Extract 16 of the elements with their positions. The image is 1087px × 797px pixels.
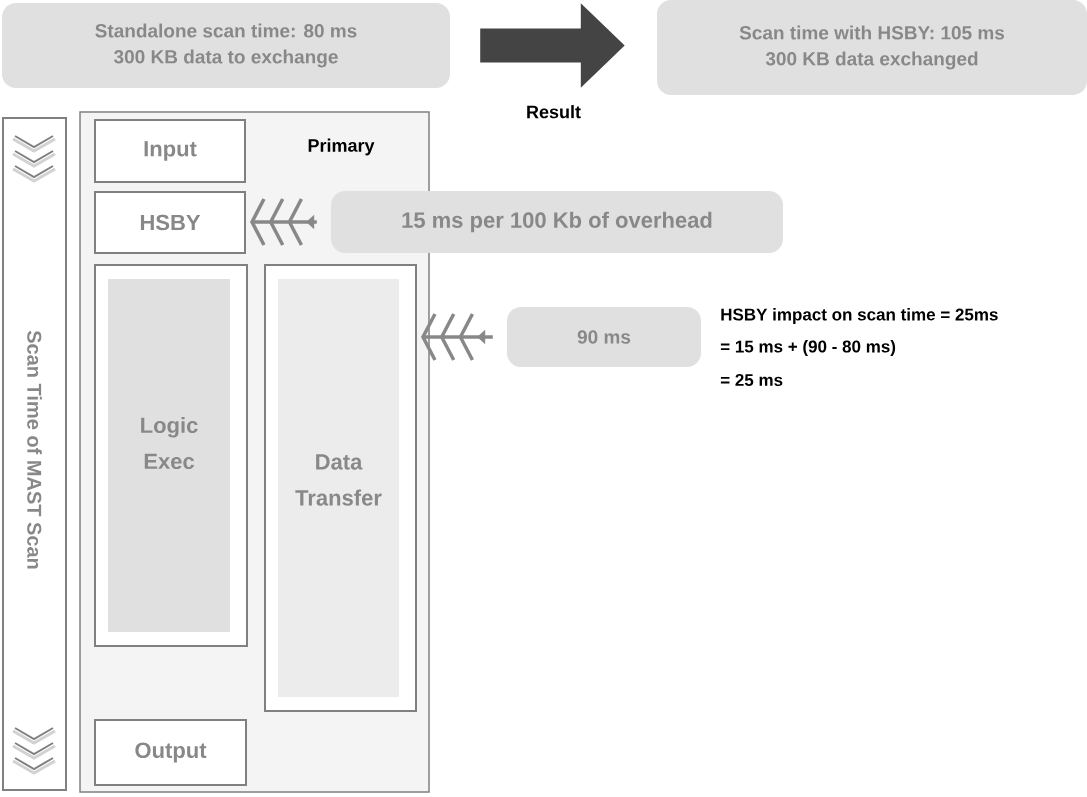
process-box: HSBY	[94, 191, 246, 254]
note-text: = 25 ms	[720, 374, 783, 386]
arrow	[250, 198, 317, 246]
process-box: Logic Exec	[94, 264, 248, 647]
info-box: 90 ms	[507, 307, 701, 367]
process-box: Input	[94, 119, 246, 183]
edge-label: Result	[525, 104, 582, 120]
info-box: 15 ms per 100 Kb of overhead	[331, 191, 783, 253]
info-box: Standalone scan time: 80 ms 300 KB data to exchange	[2, 3, 450, 88]
process-box: Output	[94, 719, 247, 786]
scan-time-bar: Scan Time of MAST Scan	[2, 117, 67, 791]
note-text: = 15 ms + (90 - 80 ms)	[720, 340, 896, 356]
arrow	[421, 313, 493, 361]
note-text: HSBY impact on scan time = 25ms	[721, 308, 998, 324]
process-box: Data Transfer	[264, 264, 417, 712]
info-box: Scan time with HSBY: 105 ms 300 KB data exchanged	[657, 0, 1087, 95]
